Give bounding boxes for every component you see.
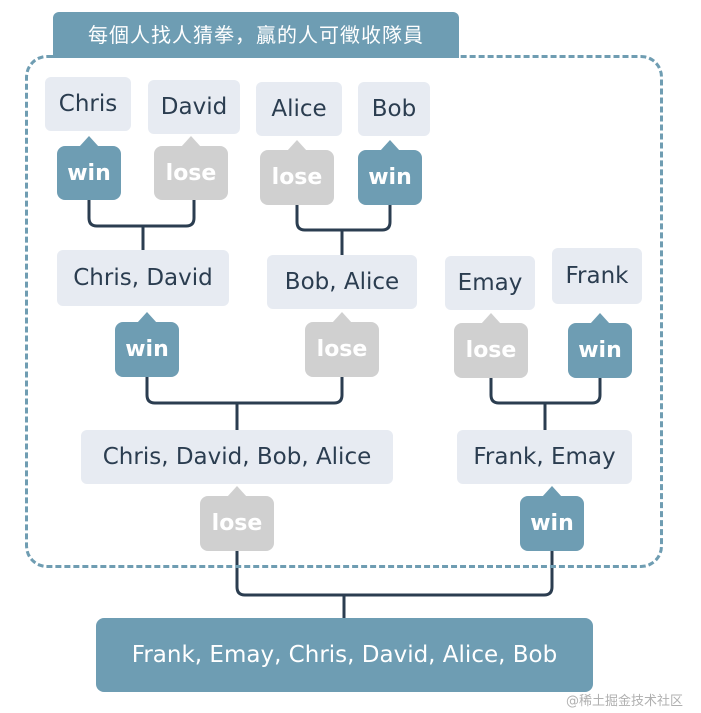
connector-emay-frank (489, 378, 602, 430)
node-bob: Bob (358, 82, 430, 136)
node-chris-david-bob-alice: Chris, David, Bob, Alice (81, 430, 393, 484)
node-chris-david: Chris, David (57, 250, 229, 306)
connector-alice-bob (295, 205, 392, 255)
result-emay-lose: lose (454, 313, 528, 378)
node-chris: Chris (45, 77, 131, 131)
connector-chris-david (87, 200, 196, 250)
result-chris-win: win (57, 136, 121, 200)
node-bob-alice: Bob, Alice (267, 255, 417, 309)
result-bob-win: win (358, 140, 422, 205)
connector-final (235, 551, 554, 620)
result-right-group-win: win (520, 486, 584, 551)
result-alice-lose: lose (260, 140, 334, 205)
node-frank-emay: Frank, Emay (457, 430, 632, 484)
node-emay: Emay (445, 256, 535, 310)
result-david-lose: lose (154, 136, 228, 200)
result-bob-alice-lose: lose (305, 312, 379, 377)
diagram-title: 每個人找人猜拳，贏的人可徵收隊員 (53, 12, 459, 58)
final-team: Frank, Emay, Chris, David, Alice, Bob (96, 618, 593, 692)
watermark: @稀土掘金技术社区 (566, 694, 684, 709)
connector-cd-ba (145, 377, 344, 430)
node-frank: Frank (552, 248, 642, 304)
result-chris-david-win: win (115, 312, 179, 377)
result-left-group-lose: lose (200, 486, 274, 551)
node-david: David (148, 80, 240, 134)
node-alice: Alice (256, 82, 342, 136)
result-frank-win: win (568, 313, 632, 378)
